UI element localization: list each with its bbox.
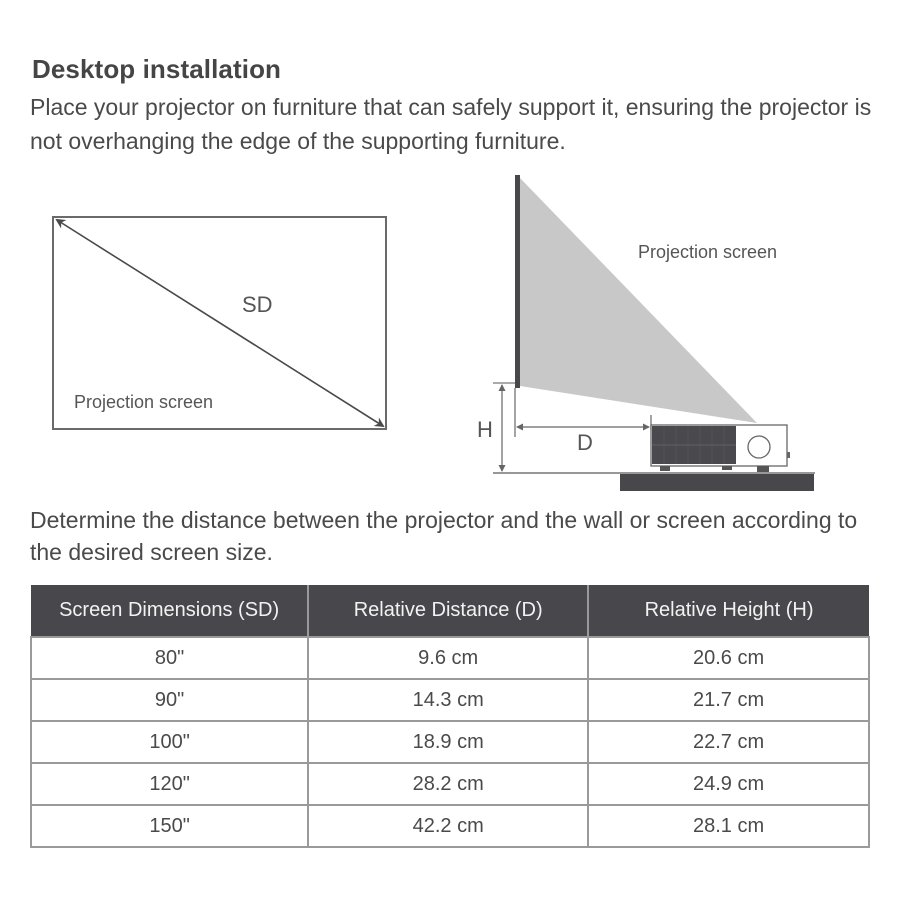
intro-paragraph: Place your projector on furniture that c… [30,94,872,154]
sd-label: SD [242,292,273,317]
installation-diagrams: SD Projection screen Projection screen H… [52,175,815,491]
front-view-diagram: SD Projection screen [52,216,387,430]
cell-distance: 42.2 cm [307,804,590,848]
cell-height: 24.9 cm [587,762,870,806]
table-row: 90" 14.3 cm 21.7 cm [29,678,870,722]
table-header-row: Screen Dimensions (SD) Relative Distance… [31,585,869,637]
cell-distance: 9.6 cm [307,636,590,680]
cell-height: 22.7 cm [587,720,870,764]
table-row: 80" 9.6 cm 20.6 cm [29,636,870,680]
cell-height: 20.6 cm [587,636,870,680]
diagonal-arrow-icon [55,218,385,428]
side-view-diagram: Projection screen H D [477,175,815,491]
cell-screen-size: 150" [29,804,310,848]
height-label: H [477,417,493,442]
cell-screen-size: 90" [29,678,310,722]
distance-label: D [577,430,593,455]
cell-height: 21.7 cm [587,678,870,722]
side-screen-label: Projection screen [638,242,777,262]
projector-icon [650,424,790,472]
cell-distance: 28.2 cm [307,762,590,806]
cell-height: 28.1 cm [587,804,870,848]
front-screen-label: Projection screen [74,392,213,412]
cell-screen-size: 120" [29,762,310,806]
table-row: 100" 18.9 cm 22.7 cm [29,720,870,764]
cell-screen-size: 80" [29,636,310,680]
cell-distance: 18.9 cm [307,720,590,764]
projection-beam [520,178,757,423]
furniture-surface [620,474,814,491]
cell-screen-size: 100" [29,720,310,764]
table-row: 120" 28.2 cm 24.9 cm [29,762,870,806]
header-screen-dimensions: Screen Dimensions (SD) [31,585,310,637]
table-row: 150" 42.2 cm 28.1 cm [29,804,870,848]
header-relative-height: Relative Height (H) [587,585,869,637]
throw-distance-table: Screen Dimensions (SD) Relative Distance… [29,585,870,848]
header-relative-distance: Relative Distance (D) [307,585,590,637]
cell-distance: 14.3 cm [307,678,590,722]
section-title: Desktop installation [32,54,282,84]
instruction-paragraph: Determine the distance between the proje… [30,507,858,565]
side-screen [515,175,520,388]
